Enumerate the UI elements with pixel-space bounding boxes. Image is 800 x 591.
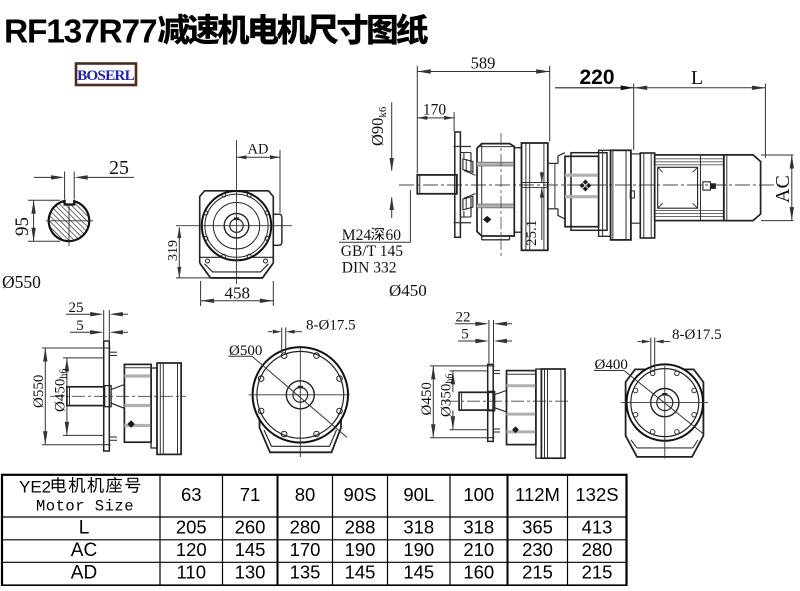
svg-text:90L: 90L [403, 484, 434, 505]
svg-text:Ø450h6: Ø450h6 [53, 369, 70, 412]
svg-text:5: 5 [76, 318, 84, 334]
svg-text:BOSERL: BOSERL [77, 67, 134, 84]
svg-text:130: 130 [235, 562, 266, 583]
svg-text:Ø450: Ø450 [389, 281, 427, 300]
svg-text:458: 458 [225, 284, 251, 303]
svg-text:220: 220 [579, 66, 614, 89]
svg-text:589: 589 [471, 54, 496, 73]
svg-text:230: 230 [522, 539, 553, 560]
svg-text:365: 365 [522, 517, 553, 538]
svg-text:8-Ø17.5: 8-Ø17.5 [306, 318, 356, 334]
svg-text:60: 60 [386, 227, 402, 244]
svg-text:M24: M24 [342, 227, 372, 244]
svg-text:GB/T 145: GB/T 145 [341, 243, 403, 260]
svg-text:100: 100 [463, 484, 494, 505]
svg-text:413: 413 [582, 517, 613, 538]
svg-text:170: 170 [423, 102, 447, 119]
svg-text:AC: AC [772, 175, 794, 203]
svg-text:210: 210 [463, 539, 494, 560]
svg-text:5: 5 [461, 327, 469, 343]
svg-text:145: 145 [235, 539, 266, 560]
svg-text:280: 280 [290, 517, 321, 538]
svg-text:YE2: YE2 [19, 478, 51, 497]
svg-text:AD: AD [71, 563, 97, 584]
svg-text:215: 215 [522, 562, 553, 583]
svg-text:160: 160 [463, 562, 494, 583]
svg-text:Ø400: Ø400 [595, 357, 628, 373]
svg-text:190: 190 [403, 539, 434, 560]
svg-text:288: 288 [345, 517, 376, 538]
svg-text:L: L [691, 67, 703, 89]
svg-text:Ø500: Ø500 [229, 343, 262, 359]
svg-text:260: 260 [235, 517, 266, 538]
svg-text:318: 318 [463, 517, 494, 538]
svg-text:280: 280 [582, 539, 613, 560]
svg-text:Ø550: Ø550 [2, 272, 41, 292]
svg-text:71: 71 [240, 484, 261, 505]
svg-text:318: 318 [403, 517, 434, 538]
svg-text:63: 63 [181, 484, 202, 505]
svg-text:RF137R77: RF137R77 [4, 14, 157, 51]
svg-text:80: 80 [295, 484, 316, 505]
svg-text:132S: 132S [575, 484, 618, 505]
svg-text:L: L [79, 518, 90, 539]
svg-text:AC: AC [71, 540, 97, 561]
svg-text:112M: 112M [515, 484, 560, 505]
svg-text:25: 25 [109, 157, 129, 179]
svg-text:145: 145 [403, 562, 434, 583]
svg-text:DIN 332: DIN 332 [342, 260, 397, 277]
svg-text:90S: 90S [344, 484, 377, 505]
svg-text:Ø350h6: Ø350h6 [439, 374, 456, 417]
svg-text:120: 120 [176, 539, 207, 560]
svg-text:205: 205 [176, 517, 207, 538]
svg-text:145: 145 [345, 562, 376, 583]
svg-text:95: 95 [12, 217, 33, 236]
svg-text:110: 110 [177, 562, 207, 583]
svg-text:22: 22 [456, 310, 471, 326]
svg-text:Motor Size: Motor Size [36, 498, 134, 516]
svg-text:25.1: 25.1 [524, 220, 540, 246]
svg-text:AD: AD [248, 142, 269, 158]
svg-text:319: 319 [166, 240, 181, 261]
svg-text:Ø550: Ø550 [31, 375, 47, 408]
svg-text:170: 170 [290, 539, 321, 560]
svg-text:215: 215 [582, 562, 613, 583]
svg-text:25: 25 [69, 300, 84, 316]
svg-text:8-Ø17.5: 8-Ø17.5 [672, 327, 722, 343]
svg-text:135: 135 [290, 562, 321, 583]
svg-text:Ø450: Ø450 [419, 382, 435, 415]
svg-text:190: 190 [345, 539, 376, 560]
